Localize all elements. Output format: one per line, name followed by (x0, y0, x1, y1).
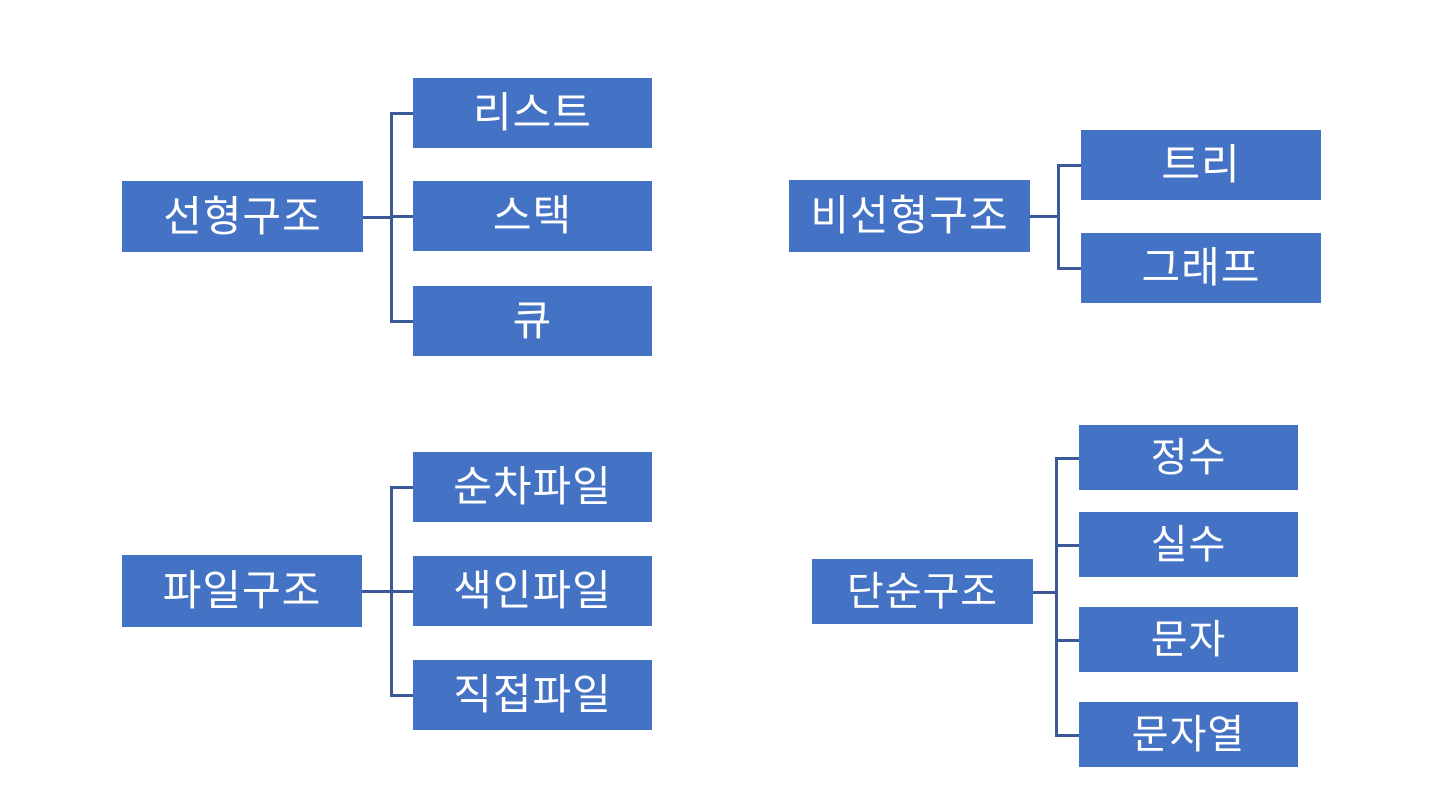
child-node: 문자 (1079, 607, 1298, 672)
child-node: 리스트 (413, 78, 652, 148)
parent-node-nonlinear-structure-label: 비선형구조 (810, 192, 1009, 239)
child-node: 큐 (413, 286, 652, 356)
parent-node-file-structure-label: 파일구조 (162, 567, 322, 614)
parent-node-file-structure: 파일구조 (122, 555, 362, 627)
child-node-label: 스택 (492, 192, 573, 239)
connector-parent-line (363, 216, 393, 219)
child-node-label: 문자 (1150, 617, 1227, 662)
connector-parent-line (1030, 215, 1060, 218)
connector-child-line (1057, 164, 1081, 167)
child-node-label: 실수 (1150, 522, 1227, 567)
child-node-label: 직접파일 (453, 671, 612, 718)
child-node-label: 트리 (1161, 141, 1241, 188)
connector-trunk-line (1057, 164, 1060, 270)
parent-node-simple-structure-label: 단순구조 (846, 569, 999, 614)
connector-child-line (390, 320, 413, 323)
connector-parent-line (1033, 591, 1058, 594)
connector-child-line (390, 215, 413, 218)
child-node-label: 정수 (1150, 435, 1227, 480)
child-node-label: 순차파일 (453, 463, 612, 510)
child-node: 문자열 (1079, 702, 1298, 767)
parent-node-simple-structure: 단순구조 (812, 559, 1033, 624)
connector-child-line (390, 486, 413, 489)
connector-child-line (1055, 734, 1079, 737)
child-node-label: 문자열 (1131, 712, 1246, 757)
child-node-label: 리스트 (473, 89, 592, 136)
connector-child-line (390, 694, 413, 697)
connector-child-line (1055, 639, 1079, 642)
connector-parent-line (362, 590, 393, 593)
parent-node-linear-structure-label: 선형구조 (163, 192, 322, 240)
child-node: 트리 (1081, 130, 1321, 200)
child-node-label: 그래프 (1141, 244, 1261, 291)
child-node: 실수 (1079, 512, 1298, 577)
connector-child-line (1057, 267, 1081, 270)
parent-node-linear-structure: 선형구조 (122, 181, 363, 252)
connector-child-line (390, 590, 413, 593)
child-node: 직접파일 (413, 660, 652, 730)
child-node-label: 큐 (512, 297, 553, 344)
connector-trunk-line (1055, 457, 1058, 737)
parent-node-nonlinear-structure: 비선형구조 (789, 180, 1030, 252)
connector-child-line (1055, 457, 1079, 460)
connector-child-line (390, 112, 413, 115)
child-node: 스택 (413, 181, 652, 251)
child-node: 순차파일 (413, 452, 652, 522)
child-node: 색인파일 (413, 556, 652, 626)
connector-child-line (1055, 544, 1079, 547)
child-node: 그래프 (1081, 233, 1321, 303)
child-node: 정수 (1079, 425, 1298, 490)
child-node-label: 색인파일 (453, 567, 612, 614)
